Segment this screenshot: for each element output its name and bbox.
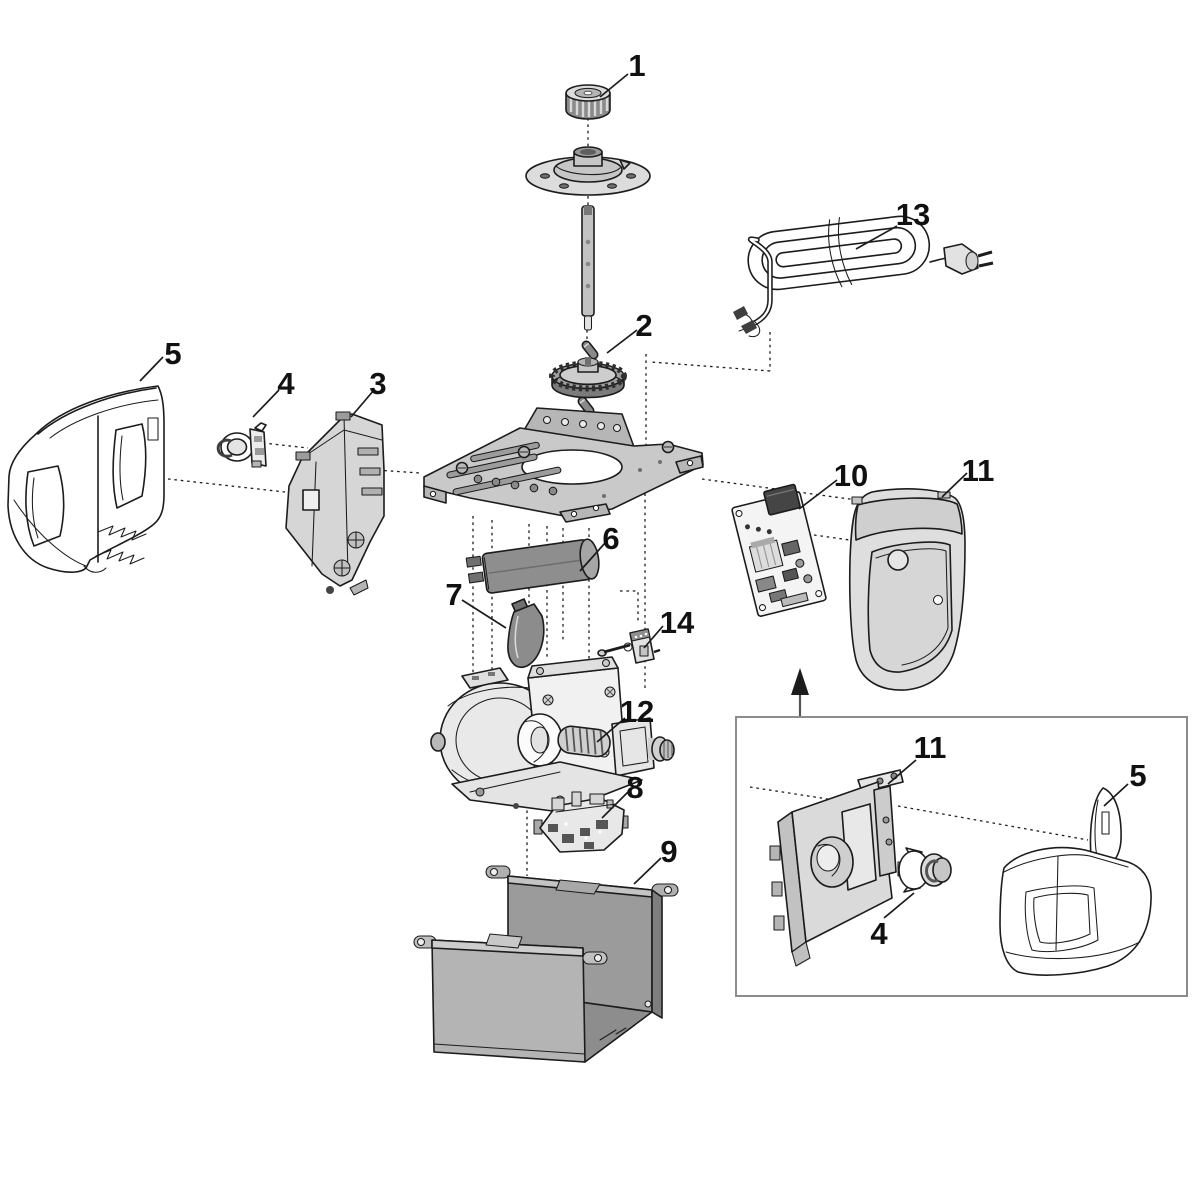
- part-roll-pin-upper: [581, 340, 599, 360]
- callout-label-14: 14: [660, 605, 695, 640]
- callout-label-11: 11: [962, 453, 995, 488]
- callout-label-1: 1: [628, 48, 645, 83]
- part-lamp-socket: [216, 422, 267, 468]
- part-flange-disc: [525, 146, 651, 196]
- part-capacitor-clamp: [507, 598, 545, 668]
- up-arrow-icon: [791, 668, 809, 716]
- callout-label-inset-4: 4: [870, 916, 888, 951]
- part-capacitor: [465, 538, 600, 594]
- part-side-bracket: [285, 411, 385, 596]
- part-inset-housing-shell: [999, 787, 1152, 976]
- part-power-cord: [733, 215, 994, 338]
- part-drive-shaft: [581, 205, 595, 331]
- callout-label-12: 12: [620, 694, 654, 729]
- callout-labels: 1 2 13 5 4 3 10 11 6 7 14 12 8 9 11 5 4: [164, 48, 1146, 951]
- callout-label-4: 4: [277, 366, 295, 401]
- part-drive-pulley: [565, 84, 611, 120]
- part-inset-lamp-socket: [897, 847, 952, 893]
- part-switch-block: [533, 791, 629, 853]
- callout-label-8: 8: [626, 770, 643, 805]
- power-plug: [929, 243, 994, 275]
- callout-label-5: 5: [164, 336, 181, 371]
- part-inset-bracket: [769, 769, 904, 967]
- callout-label-7: 7: [445, 577, 462, 612]
- callout-label-inset-5: 5: [1129, 758, 1146, 793]
- callout-label-2: 2: [635, 308, 652, 343]
- part-left-housing-shell: [7, 385, 165, 573]
- callout-leader-lines: [139, 73, 1129, 919]
- part-chassis-plate: [423, 407, 704, 523]
- part-motor-assembly: [430, 656, 675, 813]
- part-drive-gear: [549, 357, 627, 399]
- callout-label-9: 9: [660, 834, 677, 869]
- callout-label-inset-11: 11: [914, 730, 947, 765]
- callout-label-3: 3: [369, 366, 386, 401]
- part-right-housing-shell: [848, 488, 966, 691]
- part-circuit-board: [731, 483, 827, 617]
- part-micro-switch: [597, 628, 661, 664]
- inset-panel: [735, 668, 1188, 997]
- callout-label-10: 10: [834, 458, 868, 493]
- part-bottom-cover: [413, 865, 679, 1063]
- callout-label-6: 6: [602, 521, 619, 556]
- callout-label-13: 13: [896, 197, 930, 232]
